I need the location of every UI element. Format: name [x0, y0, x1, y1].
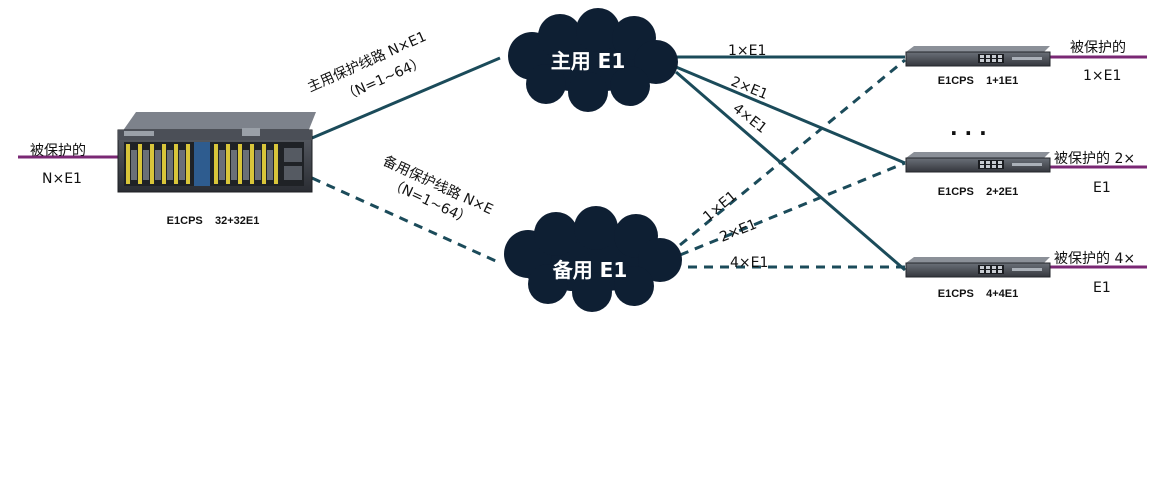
main-link-4-label: 4×E1	[730, 101, 770, 137]
endpoint-3-protected-count: E1	[1093, 280, 1111, 296]
central-protected-count: N×E1	[42, 171, 82, 187]
backup-e1-cloud: 备用 E1	[504, 206, 682, 312]
endpoint-1-name: E1CPS 1+1E1	[938, 75, 1018, 87]
endpoint-2-protected-label: 被保护的 2×	[1054, 151, 1135, 167]
main-link-4	[675, 70, 906, 272]
chassis-slots	[124, 142, 304, 186]
backup-trunk-line	[311, 176, 499, 264]
connection-lines	[311, 55, 906, 272]
protected-lines	[18, 55, 1147, 269]
main-e1-label: 主用 E1	[551, 49, 626, 73]
central-device-name: E1CPS 32+32E1	[167, 215, 260, 227]
endpoint-device-1: E1CPS 1+1E1	[905, 46, 1051, 87]
backup-link-1	[679, 58, 906, 247]
main-trunk-line	[311, 56, 501, 140]
endpoint-1-protected-label: 被保护的	[1070, 40, 1126, 56]
endpoint-2-name: E1CPS 2+2E1	[938, 186, 1018, 198]
ellipsis: · · ·	[950, 121, 987, 145]
endpoint-device-2: E1CPS 2+2E1	[905, 152, 1051, 198]
endpoint-3-name: E1CPS 4+4E1	[938, 288, 1018, 300]
backup-link-2	[679, 161, 906, 257]
endpoint-device-3: E1CPS 4+4E1	[905, 257, 1051, 300]
backup-e1-label: 备用 E1	[552, 258, 628, 282]
central-device: E1CPS 32+32E1	[117, 112, 316, 227]
backup-link-4-label: 4×E1	[730, 255, 768, 271]
endpoint-3-protected-label: 被保护的 4×	[1054, 251, 1135, 267]
main-link-2	[675, 65, 906, 165]
endpoint-1-protected-count: 1×E1	[1083, 68, 1121, 84]
backup-link-2-label: 2×E1	[718, 216, 760, 245]
backup-link-1-label: 1×E1	[700, 188, 740, 225]
main-link-1-label: 1×E1	[728, 43, 766, 59]
central-protected-label: 被保护的	[30, 143, 86, 159]
endpoint-2-protected-count: E1	[1093, 180, 1111, 196]
main-e1-cloud: 主用 E1	[508, 8, 678, 112]
